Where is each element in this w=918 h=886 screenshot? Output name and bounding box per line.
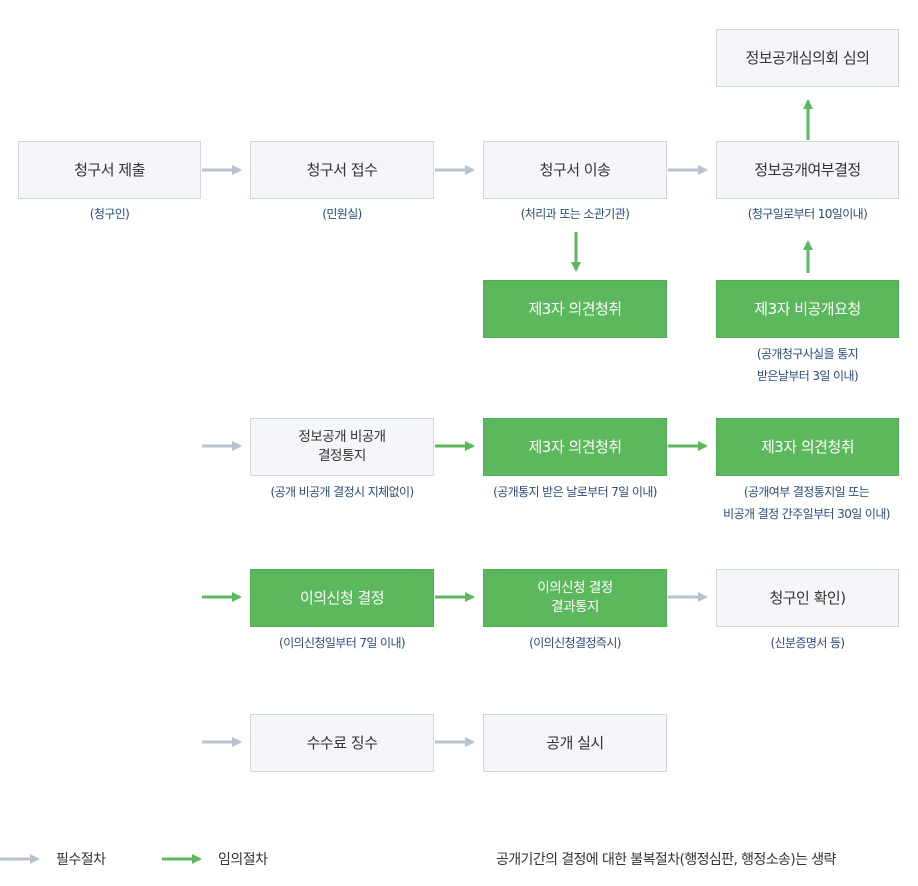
step-receive-request: 청구서 접수 [250,141,434,199]
step-label: 제3자 비공개요청 [754,300,861,318]
step-label: 이의신청 결정 [299,589,385,607]
step-label: 정보공개여부결정 [754,161,861,179]
step-label: 청구서 제출 [74,161,145,179]
step-transfer-request: 청구서 이송 [483,141,667,199]
legend-optional-label: 임의절차 [218,852,268,868]
step-note: (청구인) [89,207,130,221]
step-label: 청구서 이송 [539,161,611,179]
step-third-party-opinion: 제3자 의견청취 [483,280,667,338]
step-label-line: 결정통지 [318,448,366,464]
step-label: 정보공개심의회 심의 [745,49,870,67]
step-note: (처리과 또는 소관기관) [520,207,630,221]
step-fee-collection: 수수료 징수 [250,714,434,772]
step-note: (이의신청결정즉시) [529,636,621,650]
step-label: 수수료 징수 [306,734,378,752]
step-note: (신분증명서 등) [770,636,845,650]
note-line: (공개여부 결정통지일 또는 [743,485,870,499]
step-label: 청구서 접수 [306,161,378,179]
step-note: (이의신청일부터 7일 이내) [278,636,406,650]
step-third-party-opinion-final: 제3자 의견청취 [716,418,899,476]
step-label-line: 이의신청 결정 [537,580,613,596]
step-label: 제3자 의견청취 [760,438,855,456]
step-note: (공개청구사실을 통지 받은날부터 3일 이내) [700,343,915,387]
footer-note: 공개기간의 결정에 대한 불복절차(행정심판, 행정소송)는 생략 [496,852,836,868]
step-note: (공개 비공개 결정시 지체없이) [270,485,414,499]
step-committee-review: 정보공개심의회 심의 [716,29,899,87]
step-objection-result-notice: 이의신청 결정 결과통지 [483,569,667,627]
step-label: 제3자 의견청취 [528,300,622,318]
step-objection-decision: 이의신청 결정 [250,569,434,627]
step-nondisclosure-notice: 정보공개 비공개 결정통지 [250,418,434,476]
step-requester-identity-check: 청구인 확인) [716,569,899,627]
step-label-line: 정보공개 비공개 [298,429,386,445]
step-third-party-nondisclosure-request: 제3자 비공개요청 [716,280,899,338]
step-label: 공개 실시 [546,734,604,752]
note-line: 받은날부터 3일 이내) [756,369,859,383]
step-note: (공개통지 받은 날로부터 7일 이내) [493,485,657,499]
step-note: (민원실) [322,207,362,221]
step-label: 제3자 의견청취 [528,438,622,456]
note-line: (공개청구사실을 통지 [756,347,859,361]
step-third-party-opinion-after-notice: 제3자 의견청취 [483,418,667,476]
step-submit-request: 청구서 제출 [18,141,201,199]
step-label: 청구인 확인) [769,589,846,607]
step-note: (청구일로부터 10일이내) [747,207,868,221]
step-label-line: 결과통지 [551,599,599,615]
step-disclosure-decision: 정보공개여부결정 [716,141,899,199]
note-line: 비공개 결정 간주일부터 30일 이내) [723,507,890,521]
step-note: (공개여부 결정통지일 또는 비공개 결정 간주일부터 30일 이내) [697,481,916,525]
step-disclosure-execution: 공개 실시 [483,714,667,772]
legend-mandatory-label: 필수절차 [56,852,106,868]
